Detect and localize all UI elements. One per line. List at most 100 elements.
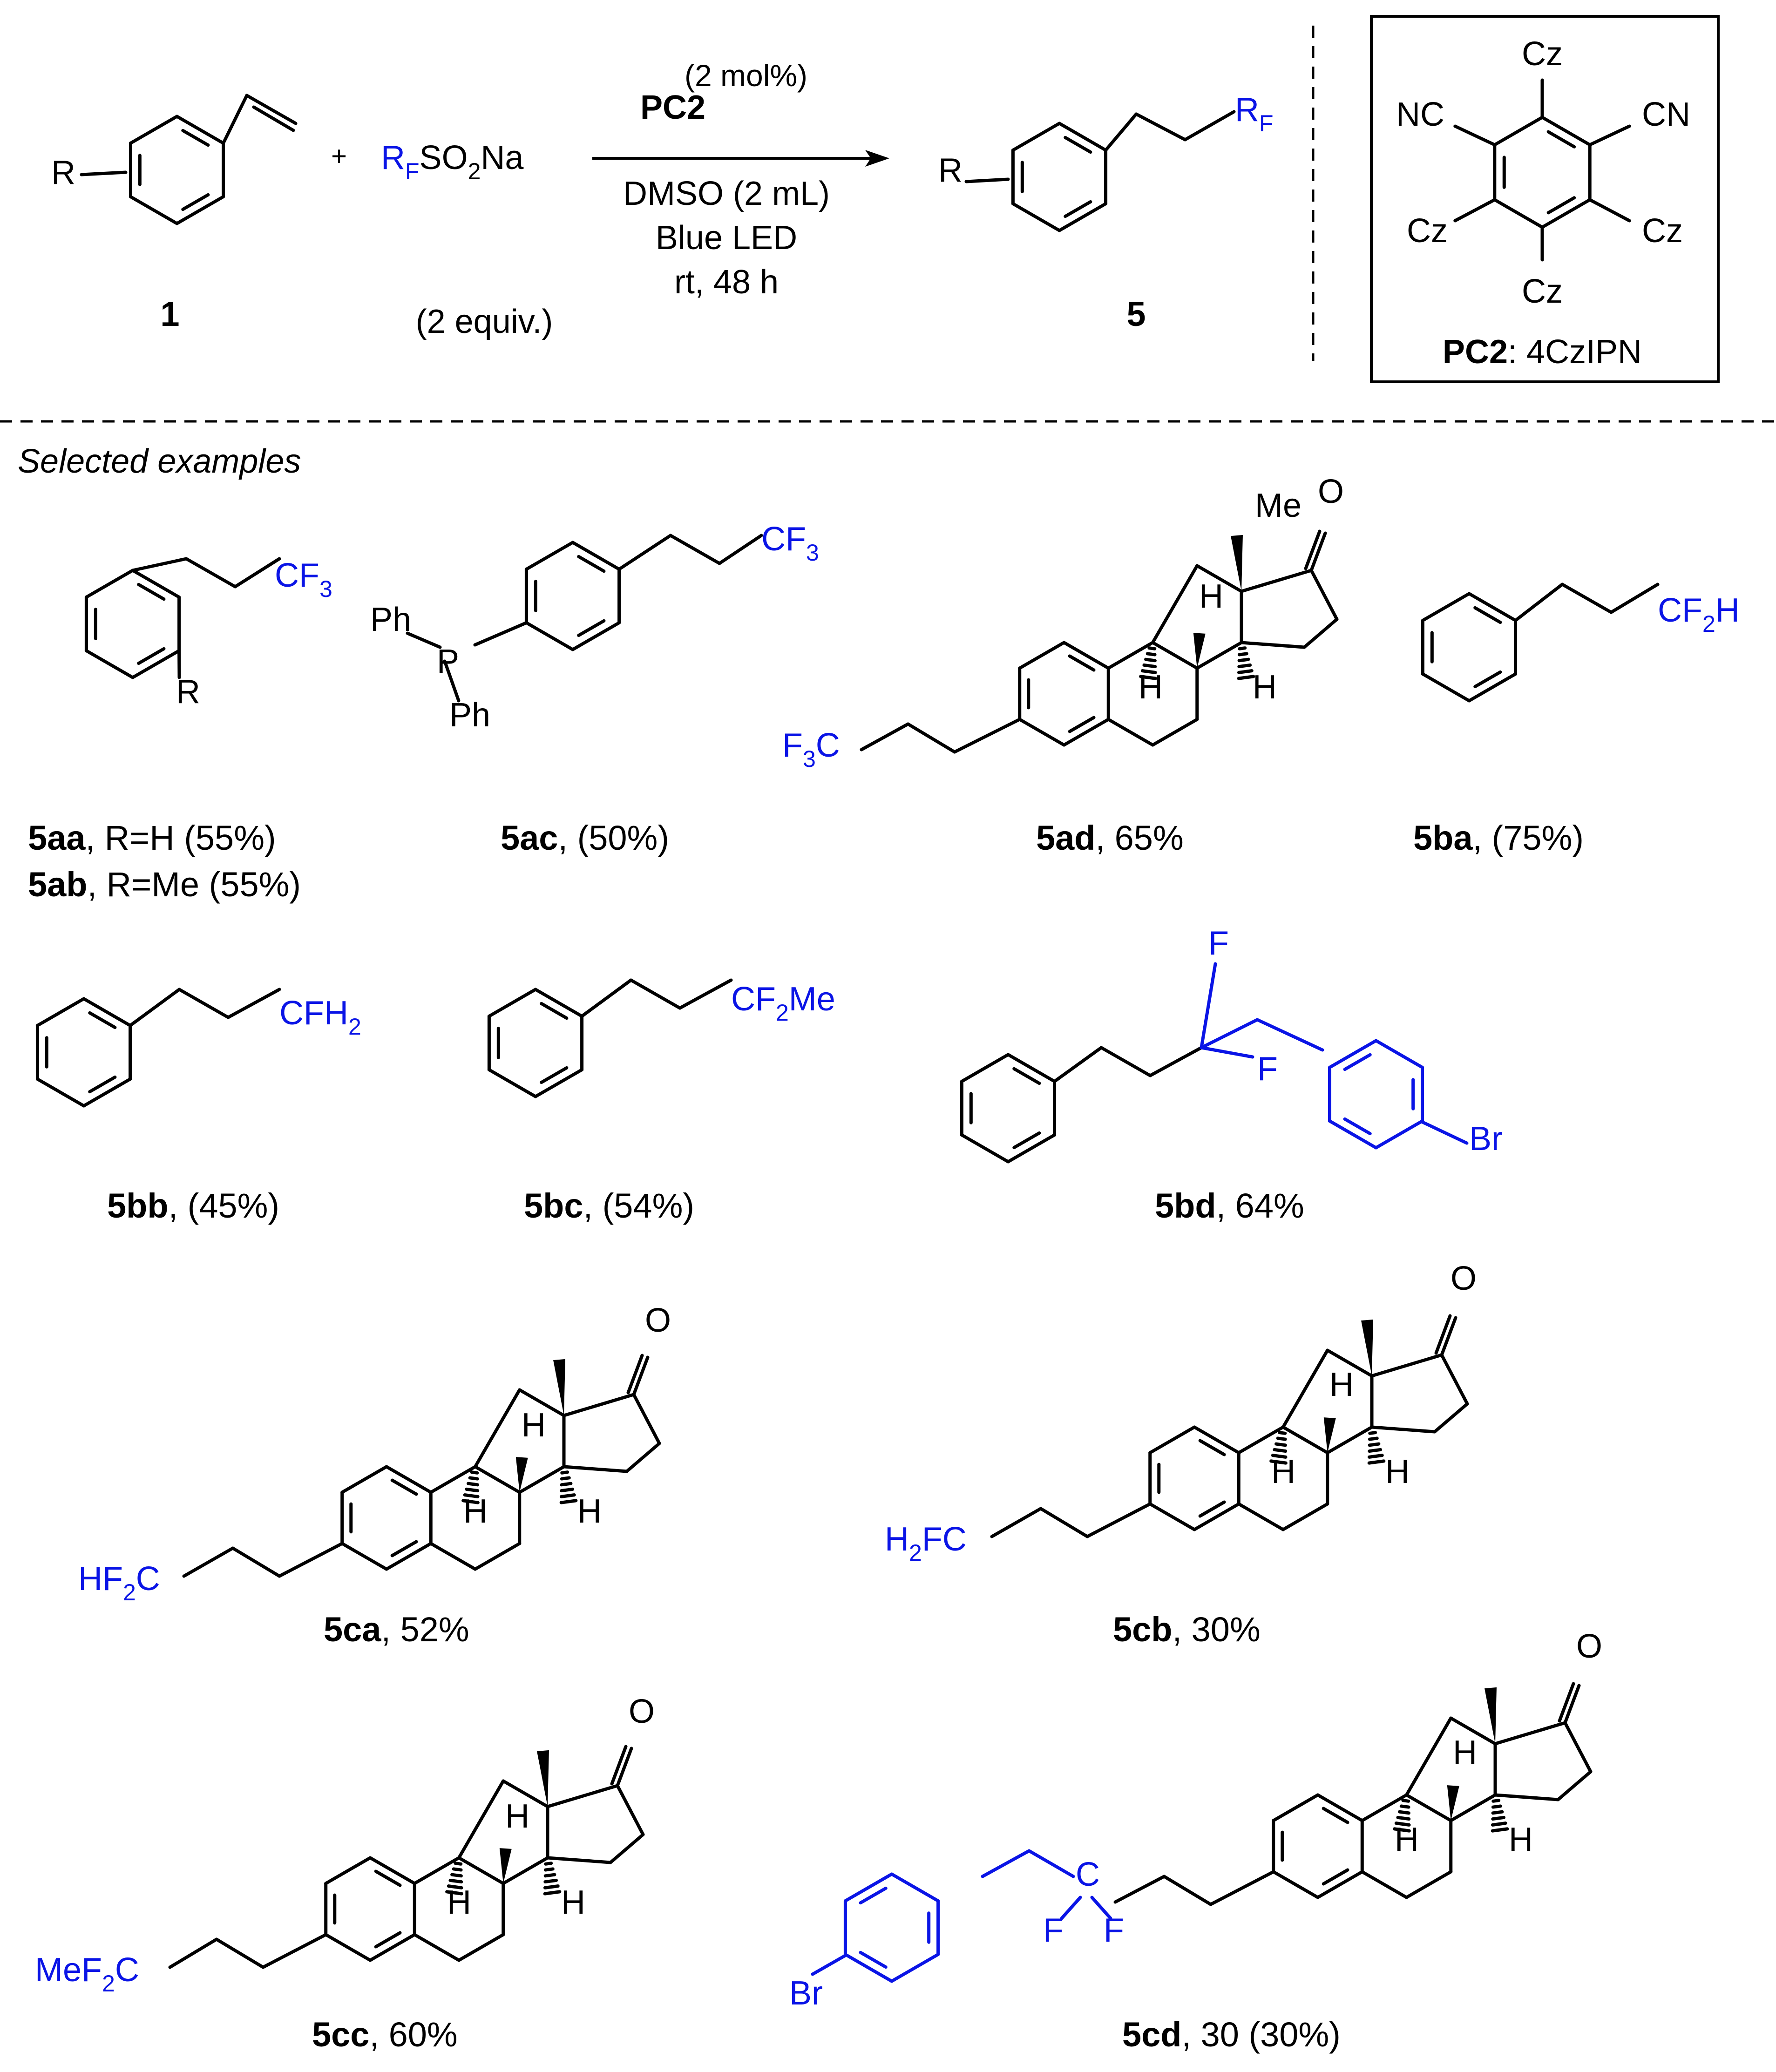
- steroid-ring-d-5ad: [1302, 617, 1339, 649]
- r-5aa: R: [176, 673, 200, 711]
- steroid-ring-a-5cc: [324, 1856, 372, 1885]
- hashed-h2-5cb: [1368, 1448, 1383, 1453]
- ketone-bond-5cd: [1563, 1684, 1581, 1725]
- ring-5ba: [1421, 672, 1471, 703]
- steroid-ring-a-5ad: [1062, 641, 1110, 670]
- hashed-h2-5cc: [544, 1862, 553, 1866]
- steroid-ring-a-5ca: [390, 1478, 418, 1496]
- chain-5bb: [129, 988, 181, 1027]
- hashed-h-5cc: [454, 1862, 463, 1866]
- ring-5aa: [131, 649, 181, 679]
- o-5cc: O: [629, 1693, 655, 1730]
- chain-5cb: [1085, 1502, 1152, 1538]
- hashed-h2-5cd: [1491, 1810, 1504, 1815]
- p-ph-bond: [443, 659, 461, 703]
- hashed-h-5cc: [450, 1873, 463, 1878]
- cz-ring: [1540, 115, 1592, 147]
- steroid-ring-a-5ad: [1068, 654, 1096, 672]
- hashed-h2-5ad: [1237, 669, 1254, 674]
- f-right-5cd: F: [1104, 1912, 1124, 1949]
- reagent-equivalents: (2 equiv.): [416, 303, 553, 340]
- steroid-ring-b-5ca: [474, 1465, 522, 1494]
- caption-5cd: 5cd, 30 (30%): [1122, 2015, 1341, 2054]
- steroid-ring-d-5cc: [546, 1784, 619, 1808]
- chain-5ba: [1609, 582, 1660, 614]
- steroid-ring-b-5cc: [413, 1856, 461, 1885]
- steroid-ring-b-5cb: [1237, 1502, 1285, 1531]
- ring-5bc: [487, 1068, 537, 1098]
- product-r-bond: [964, 177, 1010, 183]
- steroid-ring-c-5cd: [1405, 1716, 1453, 1797]
- cf-bond: [1200, 962, 1217, 1050]
- product-chain: [1134, 112, 1187, 142]
- styrene-ring: [181, 129, 210, 147]
- caption-5cb: 5cb, 30%: [1113, 1610, 1261, 1649]
- chain-5ba: [1560, 582, 1613, 614]
- steroid-ring-b-5cb: [1281, 1502, 1329, 1531]
- hashed-h2-5cd: [1491, 1821, 1507, 1827]
- hashed-h2-5ca: [560, 1482, 573, 1487]
- o-5ad: O: [1318, 473, 1344, 510]
- h-left-5cd: H: [1395, 1821, 1419, 1858]
- hashed-h-5ca: [463, 1493, 480, 1498]
- steroid-ring-c-5cd: [1449, 1716, 1497, 1746]
- hashed-h-5ca: [468, 1476, 479, 1481]
- h-left-5cc: H: [447, 1884, 471, 1921]
- chain-5cc: [261, 1933, 328, 1969]
- ring-5ac: [577, 619, 606, 637]
- ring-5aa: [84, 649, 135, 679]
- steroid-ring-c-5cc: [457, 1779, 505, 1860]
- ring-5bc: [534, 1068, 584, 1098]
- ring-5bc: [487, 988, 537, 1018]
- steroid-ring-b-5ad: [1151, 641, 1199, 670]
- chain-5aa: [131, 557, 188, 572]
- bromophenyl-ring-5cd: [843, 1953, 894, 1983]
- ketone-bond-5cb: [1440, 1316, 1457, 1357]
- hashed-h-5ad: [1140, 669, 1157, 674]
- cz-ring: [1493, 115, 1544, 147]
- substrate-r-label: R: [51, 154, 75, 191]
- chain-5bd: [1148, 1046, 1203, 1077]
- blue-bond-lines: [811, 962, 1469, 1983]
- ph-lower-5ac: Ph: [449, 697, 490, 734]
- ketone-bond-5ca: [632, 1355, 650, 1396]
- product-number: 5: [1126, 295, 1146, 333]
- steroid-ring-d-5cb: [1370, 1425, 1437, 1434]
- chain-5cb: [990, 1507, 1043, 1538]
- wedge-h-5ad: [1193, 633, 1206, 668]
- caption-5ab: 5ab, R=Me (55%): [28, 865, 301, 904]
- chain-5ca: [278, 1542, 344, 1578]
- section-title: Selected examples: [18, 443, 301, 480]
- hashed-h-5ca: [465, 1487, 480, 1493]
- reaction-arrow-head: [865, 150, 889, 167]
- cf2me-5bc: CF2Me: [731, 981, 835, 1026]
- steroid-ring-a-5ad: [1062, 718, 1110, 747]
- h2fc-5cb: H2FC: [885, 1521, 967, 1566]
- h-right-5ad: H: [1253, 669, 1277, 706]
- steroid-ring-d-5cc: [616, 1784, 645, 1836]
- nc-bond: [1453, 124, 1497, 147]
- r-bond: [80, 170, 128, 176]
- product-ring: [1064, 200, 1092, 218]
- steroid-ring-b-5cc: [457, 1933, 505, 1962]
- steroid-ring-c-5ca: [518, 1388, 566, 1417]
- hashed-h2-5ad: [1237, 675, 1255, 680]
- ring-5bb: [35, 997, 86, 1027]
- cz-bond: [1453, 198, 1497, 223]
- steroid-ring-b-5cd: [1360, 1793, 1408, 1822]
- cz-bond: [1588, 198, 1631, 223]
- bromophenyl-ring-5bd: [1374, 1039, 1424, 1069]
- product-ring: [1057, 202, 1108, 232]
- h-right-5cc: H: [561, 1884, 585, 1921]
- hashed-h-5cd: [1398, 1810, 1410, 1815]
- cn-bond: [1588, 124, 1631, 147]
- steroid-ring-a-5cd: [1272, 1870, 1320, 1899]
- chain-5bb: [226, 988, 281, 1019]
- cz-top: Cz: [1522, 35, 1563, 73]
- chain-5ad: [860, 722, 910, 752]
- ring-5bb: [82, 1077, 132, 1108]
- hashed-h-5cb: [1271, 1454, 1288, 1459]
- product-r-label: R: [938, 152, 963, 189]
- chain-5bc: [629, 978, 682, 1010]
- chain-5ac: [669, 534, 721, 565]
